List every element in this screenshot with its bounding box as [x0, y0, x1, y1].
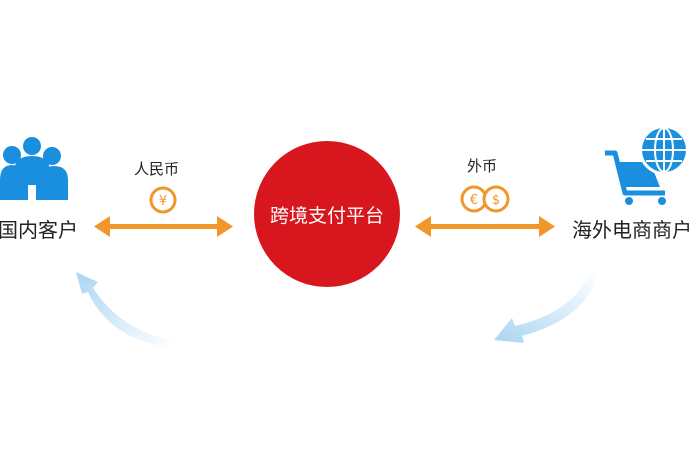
left-return-arrow	[76, 272, 172, 348]
platform-circle	[254, 141, 400, 287]
svg-text:$: $	[492, 193, 500, 208]
rmb-double-arrow	[94, 216, 233, 237]
euro-coin-icon: €	[460, 185, 488, 213]
dollar-coin-icon: $	[482, 185, 510, 213]
rmb-label: 人民币	[134, 160, 180, 178]
svg-text:€: €	[470, 193, 478, 208]
domestic-customer-label: 国内客户	[0, 218, 78, 242]
shopping-cart-globe-icon	[605, 125, 689, 205]
yuan-coin-icon: ¥	[149, 186, 177, 214]
foreign-currency-double-arrow	[415, 216, 555, 237]
svg-text:¥: ¥	[159, 194, 167, 209]
people-group-icon	[0, 137, 68, 200]
overseas-merchant-label: 海外电商商户	[572, 218, 692, 242]
foreign-currency-label: 外币	[467, 157, 498, 175]
platform-label: 跨境支付平台	[269, 205, 384, 227]
right-return-arrow	[494, 272, 598, 343]
